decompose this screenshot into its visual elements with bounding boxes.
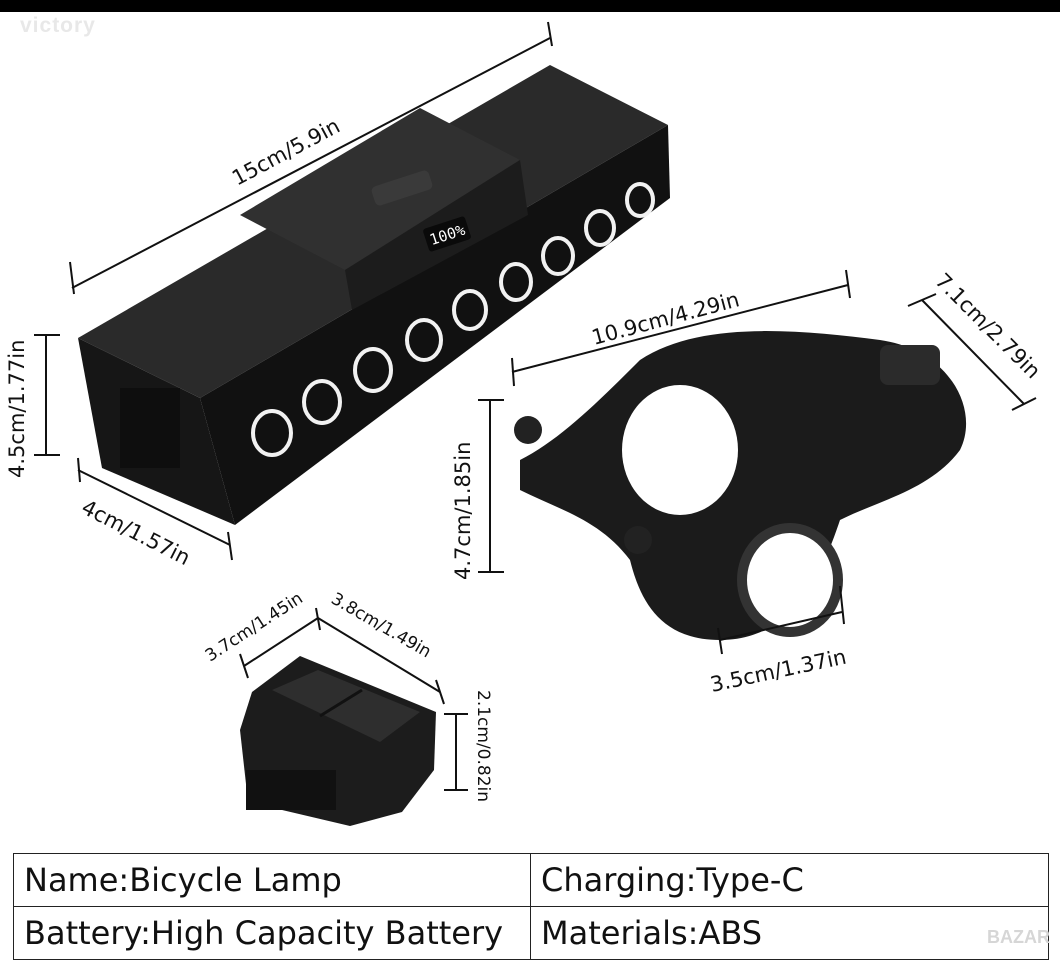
lamp-height-dimension: 4.5cm/1.77in: [5, 334, 60, 478]
lamp-height-label: 4.5cm/1.77in: [5, 340, 29, 478]
spec-row: Battery:High Capacity Battery Materials:…: [13, 906, 1049, 960]
remote-width-label: 3.8cm/1.49in: [328, 589, 435, 662]
mount-height-dimension: 4.7cm/1.85in: [451, 399, 504, 580]
spec-charging: Charging:Type-C: [530, 853, 1049, 907]
spec-row: Name:Bicycle Lamp Charging:Type-C: [13, 853, 1049, 907]
remote-control-image: [240, 656, 436, 826]
remote-height-label: 2.1cm/0.82in: [473, 690, 493, 802]
top-black-bar: [0, 0, 1060, 12]
spec-materials: Materials:ABS: [530, 906, 1049, 960]
spec-table: Name:Bicycle Lamp Charging:Type-C Batter…: [13, 853, 1049, 960]
mount-height-label: 4.7cm/1.85in: [451, 442, 475, 580]
product-illustration: 100% 15cm/5.9in 4.5cm/1.77in: [5, 21, 1045, 826]
mount-ring-label: 3.5cm/1.37in: [708, 645, 848, 697]
spec-battery: Battery:High Capacity Battery: [13, 906, 531, 960]
corner-watermark: BAZAR: [987, 927, 1050, 947]
bicycle-lamp-image: 100%: [78, 65, 670, 525]
led-rings: [251, 182, 655, 457]
handlebar-mount-image: [514, 331, 967, 640]
remote-length-label: 3.7cm/1.45in: [202, 588, 307, 666]
lamp-depth-label: 4cm/1.57in: [78, 495, 194, 570]
watermark: victory: [20, 14, 96, 37]
spec-name: Name:Bicycle Lamp: [13, 853, 531, 907]
remote-height-dimension: 2.1cm/0.82in: [444, 690, 493, 802]
